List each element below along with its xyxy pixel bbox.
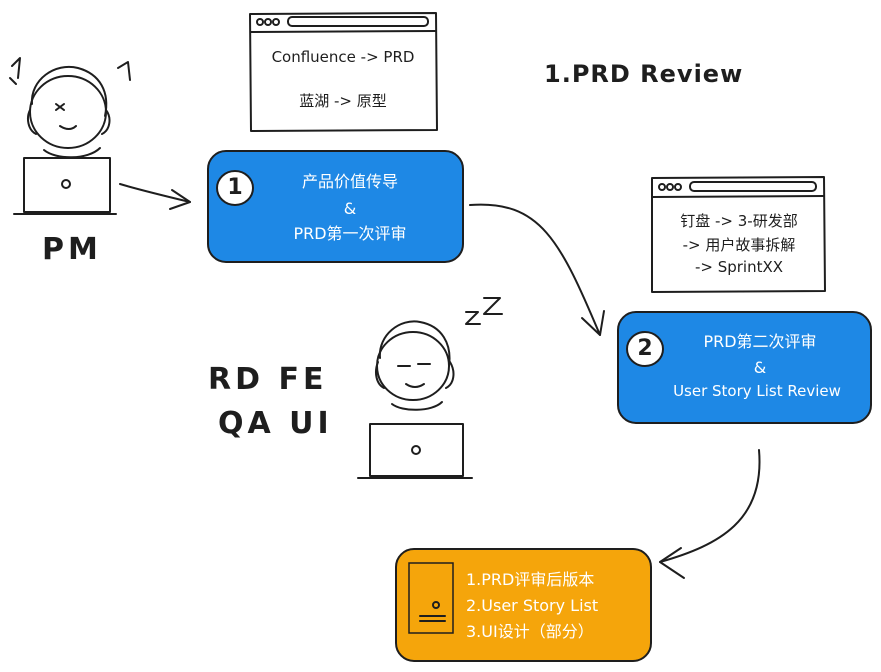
output-line-1: 1.PRD评审后版本: [466, 570, 595, 589]
team-label-line-1: RD FE: [208, 362, 328, 397]
window-2-line-1: 钉盘 -> 3-研发部: [680, 212, 798, 230]
step-1-number: 1: [227, 175, 243, 200]
pm-character: [9, 57, 131, 215]
step-2-number: 2: [637, 336, 653, 361]
step-2-line-1: PRD第二次评审: [703, 332, 817, 351]
step-1-line-3: PRD第一次评审: [293, 224, 407, 243]
pm-label: PM: [42, 232, 102, 267]
team-label-line-2: QA UI: [218, 406, 333, 441]
step-1-line-1: 产品价值传导: [301, 172, 398, 191]
window-2-line-2: -> 用户故事拆解: [682, 236, 796, 254]
window-2-line-3: -> SprintXX: [694, 258, 784, 276]
window-1-line-2: 蓝湖 -> 原型: [299, 92, 387, 110]
output-line-3: 3.UI设计（部分）: [466, 622, 594, 641]
arrow-step2-to-output: [659, 449, 761, 579]
arrow-pm-to-step1: [119, 183, 191, 210]
window-1: [249, 12, 438, 132]
step-2-line-3: User Story List Review: [673, 382, 841, 400]
team-character: [357, 297, 503, 479]
window-2: [651, 176, 826, 293]
output-line-2: 2.User Story List: [466, 596, 599, 615]
window-1-line-1: Confluence -> PRD: [271, 48, 415, 66]
step-2-line-2: &: [753, 358, 767, 377]
output-box: [395, 548, 652, 662]
diagram-title: 1.PRD Review: [544, 60, 744, 88]
step-2-box: [617, 311, 872, 424]
arrow-step1-to-step2: [469, 203, 605, 336]
step-1-line-2: &: [343, 199, 357, 218]
step-1-box: [207, 150, 464, 263]
